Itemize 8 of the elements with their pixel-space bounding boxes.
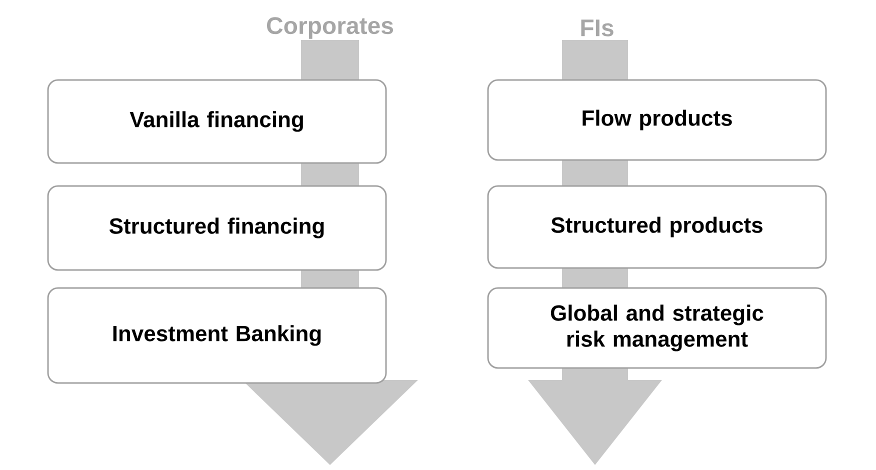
- process-box: Structured products: [487, 185, 827, 269]
- process-box: Structured financing: [47, 185, 387, 271]
- process-box: Flow products: [487, 79, 827, 161]
- column-heading: Corporates: [266, 17, 394, 39]
- process-box: Investment Banking: [47, 287, 387, 384]
- column-heading: FIs: [581, 20, 614, 36]
- process-box: Vanilla financing: [47, 79, 387, 164]
- process-box: Global and strategic risk management: [487, 287, 827, 369]
